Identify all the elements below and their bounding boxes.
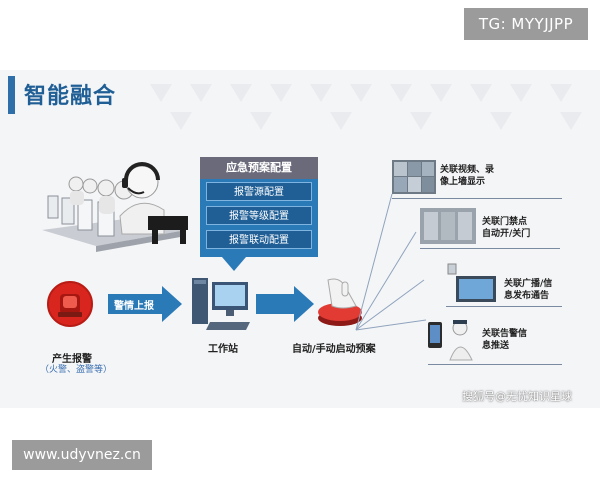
sohu-watermark: 搜狐号@无忧知识星球 (462, 390, 572, 403)
config-item-alarm-level: 报警等级配置 (206, 206, 312, 225)
slide-title: 智能融合 (24, 84, 117, 109)
watermark-top: TG: MYYJJPP (464, 8, 588, 40)
trigger-arrow (256, 286, 314, 322)
config-panel-header: 应急预案配置 (200, 157, 318, 179)
link-alert-underline (428, 364, 562, 365)
operators-illustration (42, 162, 188, 252)
alarm-light-icon (47, 281, 93, 327)
link-alert-line2: 息推送 (482, 341, 510, 351)
report-arrow (108, 286, 182, 322)
video-wall-icon (392, 160, 436, 194)
link-alert-line1: 关联告警信 (482, 329, 528, 339)
link-door-line1: 关联门禁点 (482, 217, 528, 227)
workstation-icon (192, 278, 250, 330)
link-door-line2: 自动开/关门 (482, 229, 531, 239)
config-item-alarm-source: 报警源配置 (206, 182, 312, 201)
link-video-line1: 关联视频、录 (440, 165, 495, 175)
press-button-icon (318, 278, 362, 326)
link-video-underline (392, 198, 562, 199)
title-accent-bar (8, 76, 15, 114)
link-lines (355, 193, 427, 331)
mobile-guard-icon (428, 320, 473, 361)
report-arrow-label: 警情上报 (114, 301, 154, 312)
link-video-line2: 像上墙显示 (440, 177, 486, 187)
alarm-label: 产生报警 (52, 354, 92, 365)
config-item-alarm-linkage: 报警联动配置 (206, 230, 312, 249)
watermark-bottom: www.udyvnez.cn (12, 440, 152, 470)
access-door-icon (420, 208, 476, 244)
link-broadcast-line2: 息发布通告 (504, 291, 550, 301)
manual-start-label: 自动/手动启动预案 (292, 344, 376, 355)
alarm-sublabel: （火警、盗警等） (40, 365, 113, 375)
link-door-underline (420, 248, 560, 249)
config-panel-pointer (222, 257, 246, 271)
workstation-label: 工作站 (208, 344, 238, 355)
link-broadcast-underline (446, 306, 562, 307)
link-broadcast-line1: 关联广播/信 (504, 279, 553, 289)
broadcast-display-icon (447, 263, 496, 302)
